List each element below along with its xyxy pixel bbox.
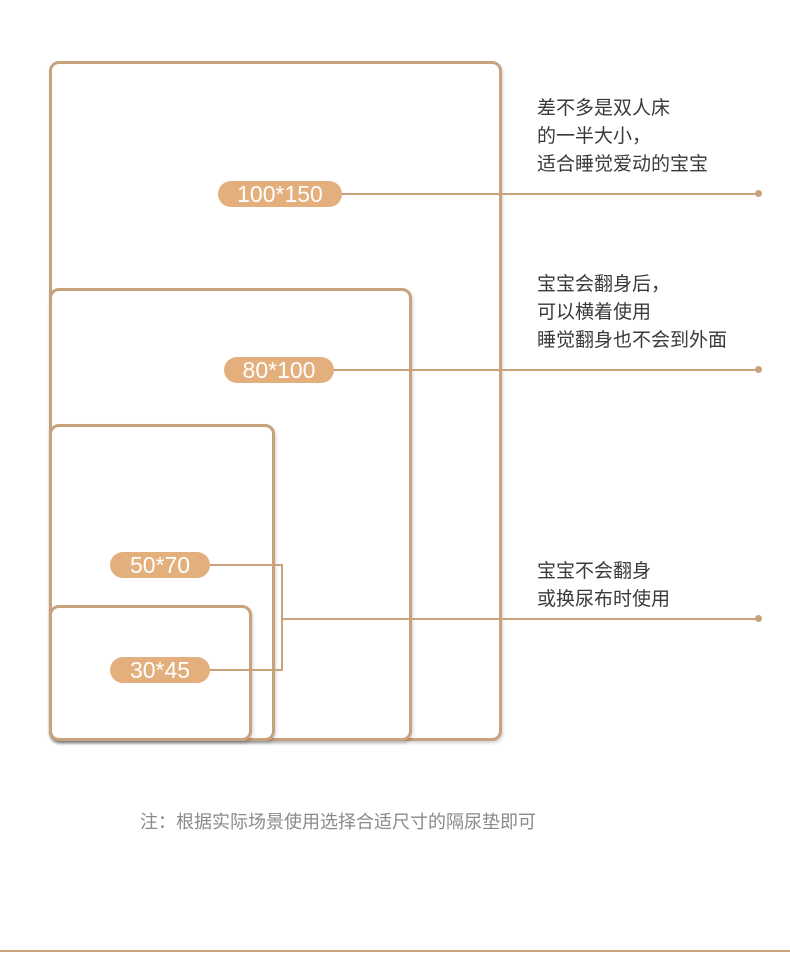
leader-line-small-sizes	[281, 618, 758, 620]
description-100x150: 差不多是双人床 的一半大小， 适合睡觉爱动的宝宝	[537, 94, 708, 178]
leader-dot-80x100	[755, 366, 762, 373]
leader-dot-small-sizes	[755, 615, 762, 622]
description-line: 的一半大小，	[537, 125, 652, 147]
leader-bracket	[281, 564, 283, 671]
description-80x100: 宝宝会翻身后， 可以横着使用 睡觉翻身也不会到外面	[537, 270, 727, 354]
size-label-100x150: 100*150	[218, 181, 342, 207]
description-line: 睡觉翻身也不会到外面	[537, 329, 728, 351]
description-line: 宝宝不会翻身	[537, 560, 652, 582]
description-small-sizes: 宝宝不会翻身 或换尿布时使用	[537, 557, 670, 613]
description-line: 宝宝会翻身后，	[537, 273, 671, 295]
bottom-divider	[0, 950, 790, 952]
size-label-80x100: 80*100	[224, 357, 334, 383]
description-line: 差不多是双人床	[537, 97, 671, 119]
leader-line-100x150	[338, 193, 758, 195]
description-line: 可以横着使用	[537, 301, 652, 323]
description-line: 或换尿布时使用	[537, 588, 671, 610]
leader-line-30x45	[206, 669, 283, 671]
size-label-50x70: 50*70	[110, 552, 210, 578]
usage-note: 注：根据实际场景使用选择合适尺寸的隔尿垫即可	[140, 812, 536, 833]
leader-line-80x100	[330, 369, 758, 371]
description-line: 适合睡觉爱动的宝宝	[537, 153, 709, 175]
leader-line-50x70	[206, 564, 283, 566]
size-label-30x45: 30*45	[110, 657, 210, 683]
leader-dot-100x150	[755, 190, 762, 197]
